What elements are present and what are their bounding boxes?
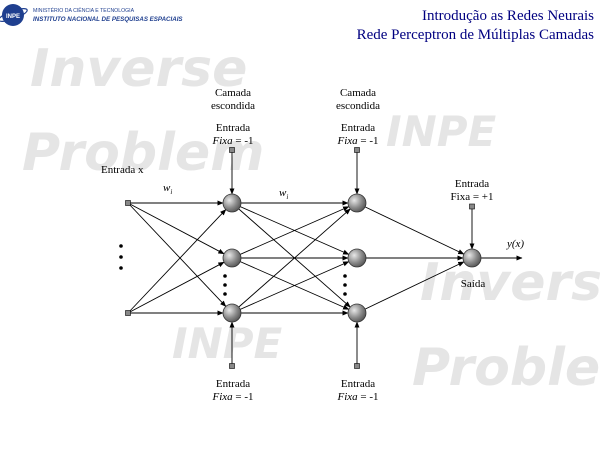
hidden1-ellipsis-dot-1	[223, 283, 227, 287]
hidden-layer-1-title-a: Camada	[215, 87, 251, 99]
bias-top-2-entrada: Entrada	[341, 122, 375, 134]
hidden2-ellipsis-dot-1	[343, 283, 347, 287]
edge-input-1-h1-1	[127, 261, 225, 314]
bias-bottom-square-1	[354, 363, 360, 369]
bias-bottom-2-entrada: Entrada	[341, 378, 375, 390]
logo-institute: INSTITUTO NACIONAL DE PESQUISAS ESPACIAI…	[33, 16, 183, 23]
edge-input-1-h1-0	[127, 209, 227, 314]
page-subtitle: Rede Perceptron de Múltiplas Camadas	[357, 27, 595, 43]
bias-bottom-1-entrada: Entrada	[216, 378, 250, 390]
edge-input-0-h1-1	[127, 202, 225, 255]
hidden-layer-2-title-a: Camada	[340, 87, 376, 99]
bias-bottom-square-0	[229, 363, 235, 369]
hidden1-neuron-0	[222, 193, 242, 213]
page-title: Introdução as Redes Neurais	[422, 8, 594, 24]
network-connections	[127, 152, 523, 364]
edge-h2-2-out	[356, 261, 465, 314]
bias-top-2-fixa: Fixa = -1	[336, 135, 378, 147]
bias-top-square-1	[354, 147, 360, 153]
bias-bottom-2-fixa: Fixa = -1	[336, 391, 378, 403]
edge-h1-1-h2-0	[231, 206, 350, 259]
inpe-logo: INPE MINISTÉRIO DA CIÊNCIA E TECNOLOGIA …	[0, 4, 183, 26]
hidden-layer-1-title-b: escondida	[211, 100, 255, 112]
hidden2-neuron-1	[347, 248, 367, 268]
input-ellipsis-dot-1	[119, 255, 123, 259]
hidden1-neuron-2	[222, 303, 242, 323]
hidden1-ellipsis-dot-2	[223, 292, 227, 296]
edge-h1-2-h2-0	[231, 208, 351, 314]
hidden2-neuron-0	[347, 193, 367, 213]
hidden-layer-2-title-b: escondida	[336, 100, 380, 112]
output-neuron	[462, 248, 482, 268]
edge-h1-0-h2-2	[231, 202, 351, 308]
edge-input-0-h1-2	[127, 202, 227, 307]
watermark: Inverse Problem INPE Inverse Problem INP…	[22, 39, 600, 398]
edge-h1-1-h2-2	[231, 257, 350, 310]
bias-top-1-entrada: Entrada	[216, 122, 250, 134]
output-node-label: Saída	[461, 278, 486, 290]
hidden2-neuron-2	[347, 303, 367, 323]
weight-label-2: wi	[279, 187, 288, 201]
bias-output-square	[469, 203, 475, 210]
watermark-inverse-bottom: Inverse	[420, 253, 600, 313]
hidden2-ellipsis-dot-2	[343, 292, 347, 296]
hidden2-ellipsis-dot-0	[343, 274, 347, 278]
watermark-problem-bottom: Problem	[412, 338, 600, 398]
input-node-1	[125, 310, 131, 316]
input-ellipsis-dot-0	[119, 244, 123, 248]
bias-top-1-fixa: Fixa = -1	[211, 135, 253, 147]
input-label: Entrada x	[101, 164, 144, 176]
input-node-0	[125, 200, 131, 206]
bias-output-entrada: Entrada	[455, 178, 489, 190]
watermark-inverse-top: Inverse	[30, 39, 247, 99]
output-label: y(x)	[506, 238, 524, 250]
weight-label-1: wi	[163, 182, 172, 196]
watermark-problem-top: Problem	[22, 123, 264, 183]
hidden1-ellipsis-dot-0	[223, 274, 227, 278]
bias-output-fixa: Fixa = +1	[451, 191, 494, 203]
bias-top-square-0	[229, 147, 235, 153]
inpe-badge: INPE	[6, 14, 20, 20]
edge-h1-2-h2-1	[231, 261, 350, 314]
watermark-inpe-top: INPE	[386, 107, 497, 156]
hidden1-neuron-1	[222, 248, 242, 268]
watermark-inpe-bottom: INPE	[172, 319, 283, 368]
edge-h1-0-h2-1	[231, 202, 350, 255]
bias-bottom-1-fixa: Fixa = -1	[211, 391, 253, 403]
input-ellipsis-dot-2	[119, 266, 123, 270]
network-nodes	[119, 147, 482, 369]
logo-ministry: MINISTÉRIO DA CIÊNCIA E TECNOLOGIA	[33, 6, 135, 14]
edge-h2-0-out	[356, 202, 465, 255]
